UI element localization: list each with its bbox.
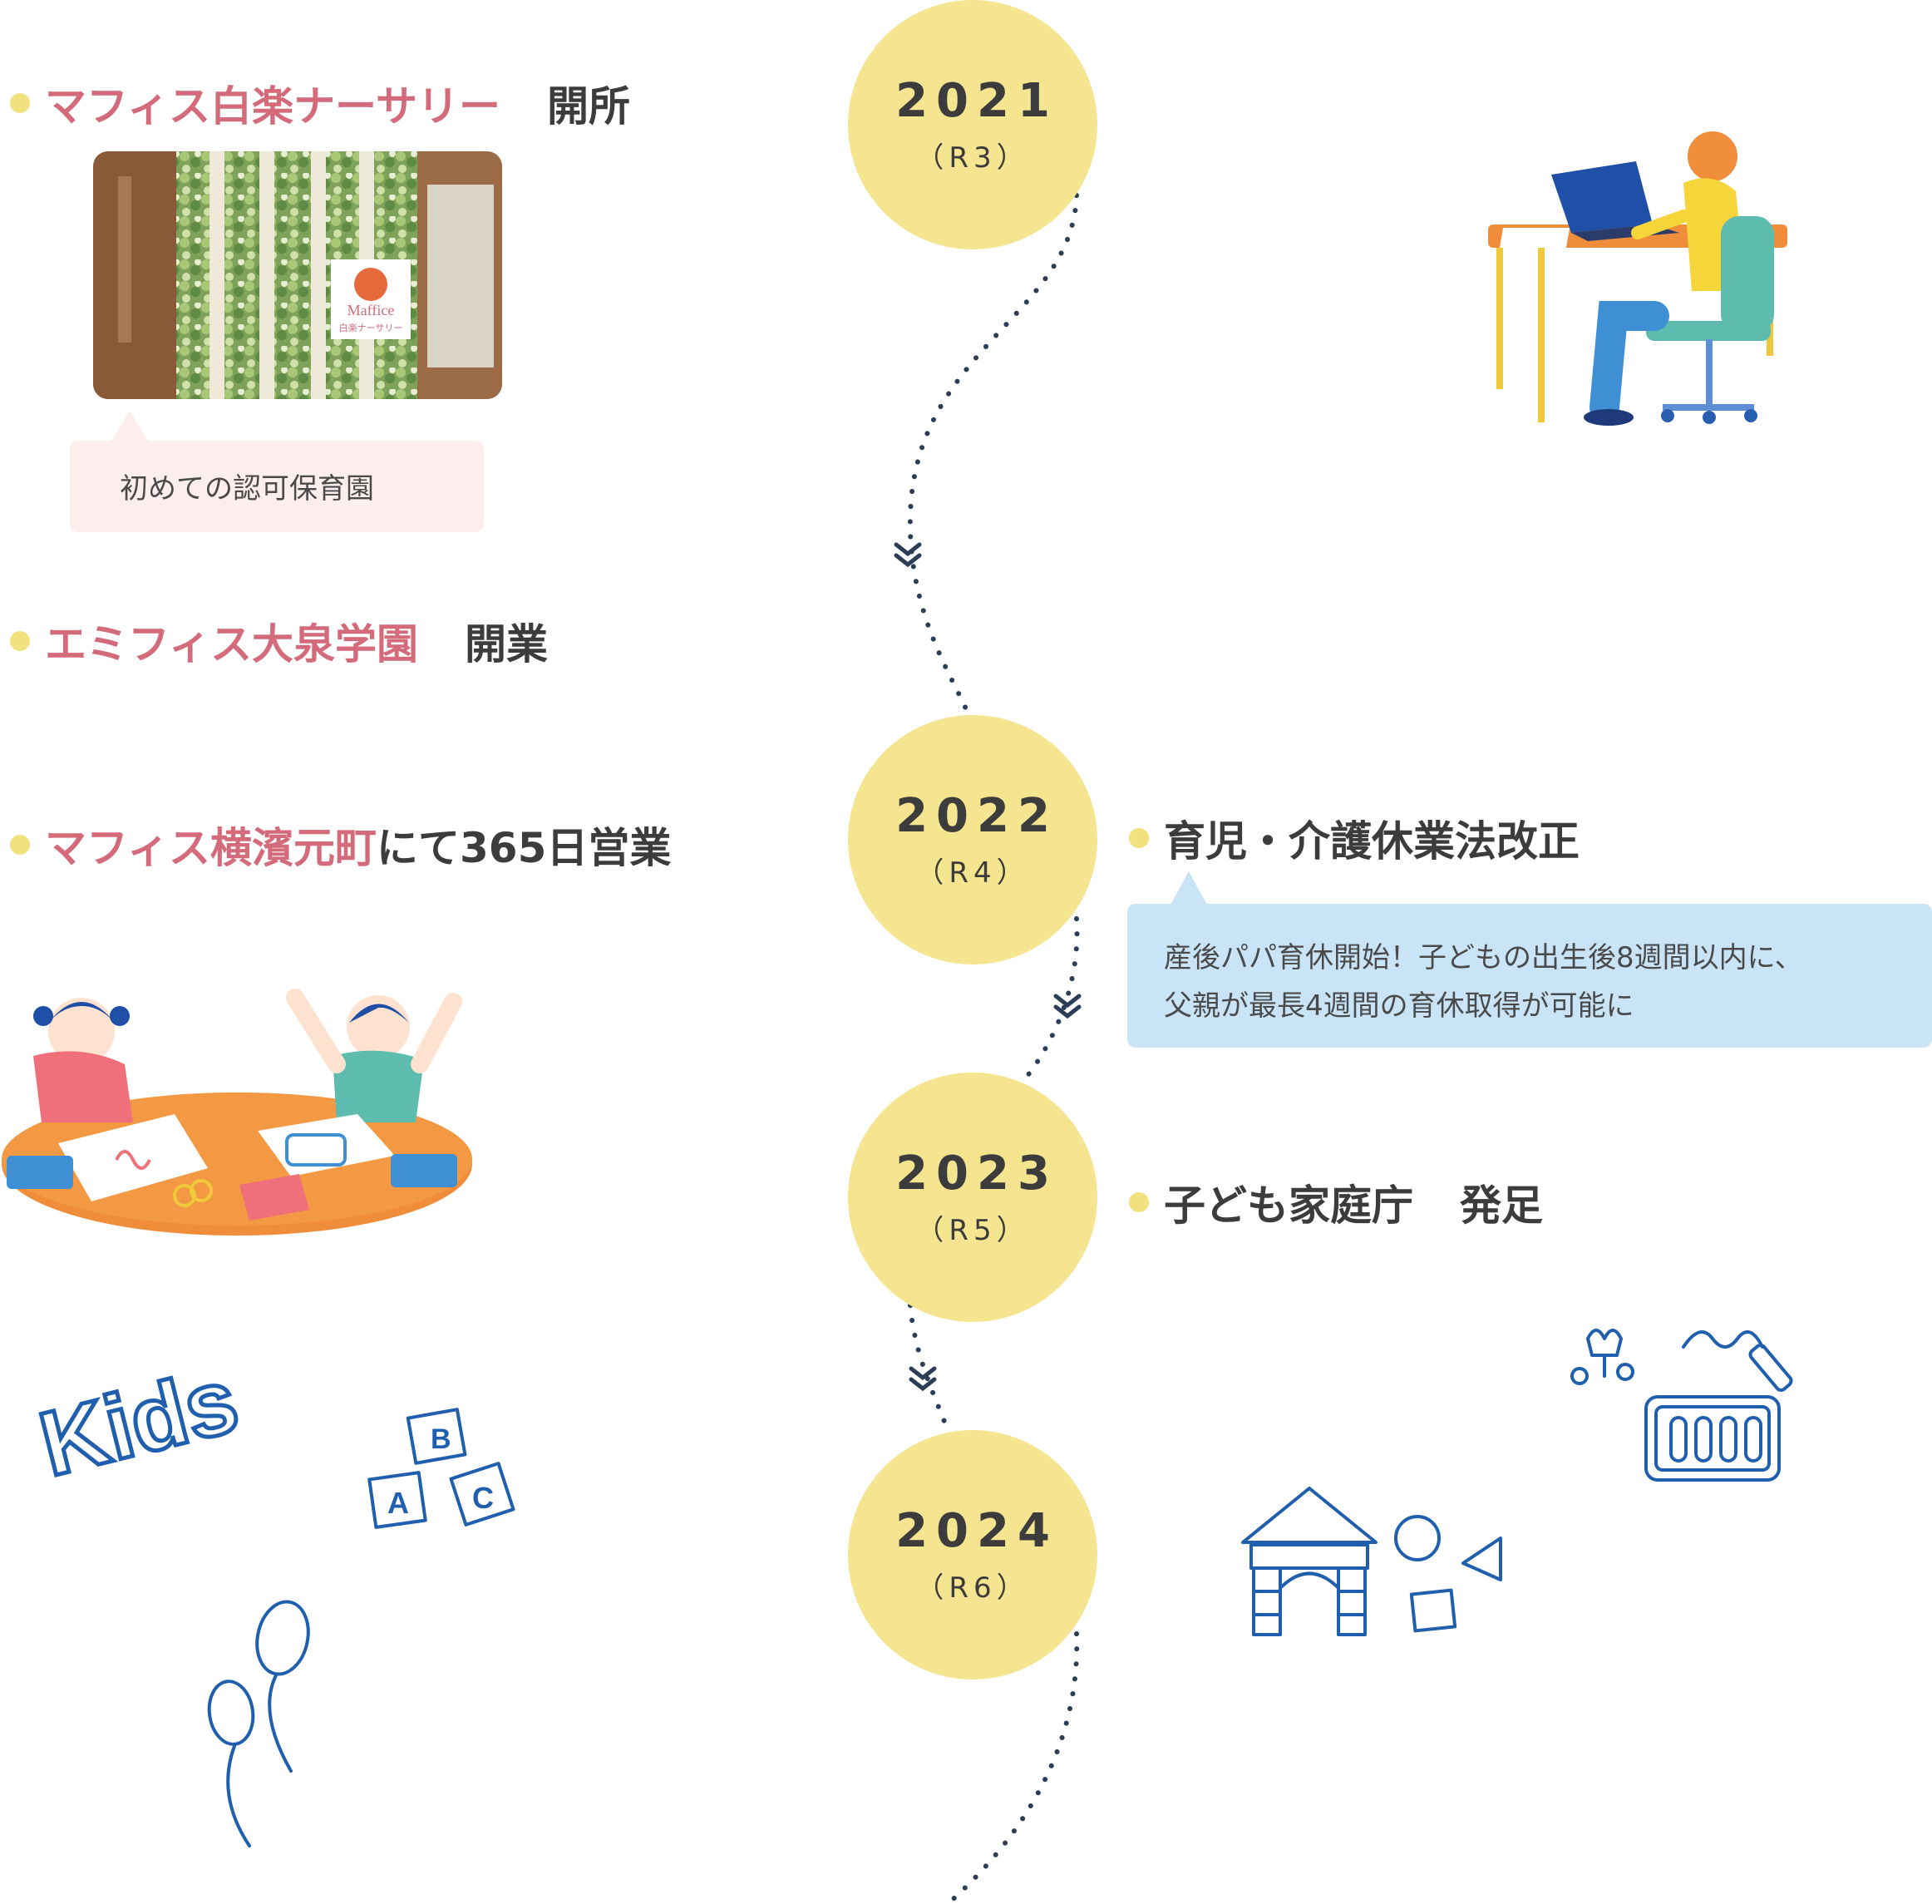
facility-name: エミフィス大泉学園 — [45, 620, 418, 668]
year-label: 2024 — [895, 1504, 1058, 1558]
year-circle-2021: 2021 （R3） — [848, 0, 1097, 249]
era-label: （R6） — [915, 1571, 1030, 1605]
block-letter: C — [472, 1481, 494, 1515]
kids-text: Kids — [33, 1355, 248, 1488]
facility-name: マフィス白楽ナーサリー — [45, 82, 500, 131]
event-2022-motomachi-365: マフィス横濱元町 にて365日営業 — [10, 815, 671, 875]
bullet-dot — [10, 631, 30, 651]
year-circle-2024: 2024 （R6） — [848, 1430, 1097, 1680]
nursery-entrance-photo: Maffice 白楽ナーサリー — [93, 151, 502, 399]
note-line: 産後パパ育休開始！子どもの出生後8週間以内に、 — [1164, 941, 1803, 974]
balloons-doodle — [207, 1600, 310, 1847]
drawing-toys-doodle — [1570, 1329, 1793, 1482]
chevron-down-icon — [909, 1366, 937, 1392]
event-suffix: 開業 — [465, 620, 548, 668]
year-label: 2023 — [895, 1147, 1058, 1201]
event-suffix: にて365日営業 — [377, 824, 672, 872]
block-letter: B — [431, 1423, 451, 1455]
sign-sub: 白楽ナーサリー — [339, 322, 403, 333]
bullet-dot — [1129, 828, 1149, 848]
event-title: 育児・介護休業法改正 — [1164, 817, 1580, 866]
bubble-tail — [1171, 871, 1207, 905]
note-text: 初めての認可保育園 — [120, 472, 374, 506]
year-label: 2022 — [895, 789, 1058, 843]
event-2023-children-agency: 子ども家庭庁 発足 — [1129, 1172, 1543, 1232]
event-suffix: 発足 — [1460, 1181, 1543, 1230]
block-letter: A — [387, 1486, 409, 1520]
note-line: 父親が最長4週間の育休取得が可能に — [1164, 989, 1634, 1023]
event-title: 子ども家庭庁 — [1164, 1181, 1413, 1230]
event-2021-emiffice-open: エミフィス大泉学園 開業 — [10, 611, 548, 671]
year-circle-2022: 2022 （R4） — [848, 715, 1097, 964]
bubble-tail — [111, 411, 148, 441]
era-label: （R5） — [915, 1214, 1030, 1247]
note-paternity-leave: 産後パパ育休開始！子どもの出生後8週間以内に、 父親が最長4週間の育休取得が可能… — [1127, 904, 1932, 1048]
chevron-down-icon — [894, 542, 922, 568]
kids-drawing-illustration — [2, 989, 472, 1236]
bullet-dot — [10, 835, 30, 855]
remote-work-illustration — [1488, 131, 1787, 426]
year-label: 2021 — [895, 74, 1058, 128]
facility-name: マフィス横濱元町 — [45, 824, 377, 872]
event-2021-nursery-open: マフィス白楽ナーサリー 開所 — [10, 73, 630, 133]
event-2022-childcare-law: 育児・介護休業法改正 — [1129, 808, 1580, 868]
abc-blocks-doodle: B A C — [367, 1408, 515, 1529]
year-circle-2023: 2023 （R5） — [848, 1073, 1097, 1322]
note-first-licensed-nursery: 初めての認可保育園 — [70, 441, 484, 532]
sign-brand: Maffice — [347, 302, 395, 318]
era-label: （R3） — [915, 141, 1030, 175]
bullet-dot — [10, 93, 30, 113]
chevron-down-icon — [1053, 994, 1082, 1019]
event-suffix: 開所 — [547, 82, 630, 131]
era-label: （R4） — [915, 856, 1030, 890]
toy-blocks-house-doodle — [1241, 1487, 1502, 1636]
kids-doodle: Kids — [33, 1355, 249, 1488]
bullet-dot — [1129, 1192, 1149, 1212]
